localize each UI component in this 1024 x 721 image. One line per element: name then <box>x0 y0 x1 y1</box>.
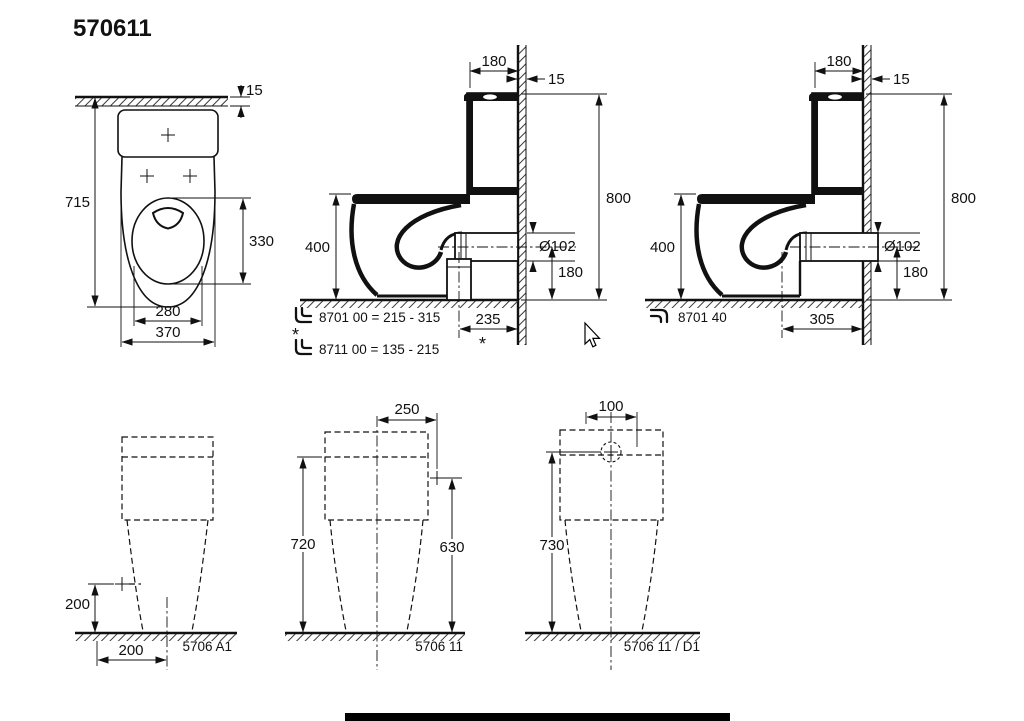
floor-hatch <box>285 633 465 641</box>
dim-overall-height-label: 800 <box>951 190 976 207</box>
note-asterisk: * <box>292 325 299 345</box>
flush-button <box>481 93 499 101</box>
dim-overall-width-label: 370 <box>155 324 180 341</box>
model-label: 5706 A1 <box>182 639 232 654</box>
page-title: 570611 <box>73 15 152 42</box>
dim-cistern-depth-label: 180 <box>826 53 851 70</box>
outlet-distance-asterisk: * <box>479 334 486 354</box>
dim-wall-panel-label: 15 <box>893 71 910 88</box>
bowl-front <box>694 203 724 297</box>
dim-depth-label: 715 <box>65 194 90 211</box>
body-right <box>191 519 209 632</box>
side-view-wall-outlet: 180 15 800 400 Ø102 180 305 8701 40 <box>645 45 976 345</box>
dim-cistern-depth-label: 180 <box>481 53 506 70</box>
dim-rim-height-label: 400 <box>305 239 330 256</box>
dim-wall-panel-label: 15 <box>548 71 565 88</box>
cistern-front-wall <box>812 101 818 194</box>
dim-rim-height-label: 400 <box>650 239 675 256</box>
dim-outlet-height-label: 180 <box>558 264 583 281</box>
cistern-bottom <box>467 187 518 195</box>
bowl-inner <box>394 202 462 270</box>
dim-supply-offset-label: 250 <box>394 401 419 418</box>
body-left <box>126 519 144 632</box>
note-wall-outlet: 8701 40 <box>678 310 727 325</box>
fixing-crosshairs <box>140 169 197 183</box>
dim-outlet-height-label: 180 <box>903 264 928 281</box>
side-view-vario-outlet: 180 15 800 400 Ø102 180 235 * 8701 00 <box>292 45 631 357</box>
dim-outlet-distance-label: 305 <box>809 311 834 328</box>
front-view-5706-11: 250 720 630 5706 11 <box>285 401 468 670</box>
flush-button <box>826 93 844 101</box>
dim-outlet-distance-label: 235 <box>475 311 500 328</box>
cistern-front-wall <box>467 101 473 194</box>
dim-supply-offset-label: 100 <box>598 398 623 415</box>
cistern-bottom <box>812 187 863 195</box>
outlet-adapter-icon <box>649 308 669 324</box>
body-left <box>329 519 347 632</box>
bottom-bar-fragment <box>345 713 730 721</box>
wall-hatch <box>863 45 871 345</box>
plan-view: 15 715 330 280 370 <box>65 82 274 347</box>
dim-bowl-width-label: 280 <box>155 303 180 320</box>
rim-inlet <box>151 207 185 230</box>
dim-supply-offset-label: 200 <box>118 642 143 659</box>
seat-opening <box>131 197 205 285</box>
model-label: 5706 11 / D1 <box>624 639 700 654</box>
note-vario-2: 8711 00 = 135 - 215 <box>319 342 439 357</box>
body-right <box>641 519 659 632</box>
body-right <box>406 519 424 632</box>
dim-wall-panel-label: 15 <box>246 82 263 99</box>
supply-connection <box>600 441 622 463</box>
bowl-inner <box>739 202 807 270</box>
outlet-adapter-icon <box>294 306 313 324</box>
dim-height-label: 730 <box>539 537 564 554</box>
supply-crosshair <box>604 445 618 459</box>
front-view-5706-a1: 200 200 5706 A1 <box>65 436 237 670</box>
note-vario-1: 8701 00 = 215 - 315 <box>319 310 440 325</box>
cistern-plan <box>117 109 219 158</box>
wall-hatch <box>75 97 228 106</box>
dim-seat-cutout-label: 330 <box>249 233 274 250</box>
wall-hatch <box>518 45 526 345</box>
dim-overall-height-label: 800 <box>606 190 631 207</box>
floor-hatch <box>75 633 237 641</box>
cistern-outline <box>324 431 429 521</box>
lid-crosshair <box>161 128 175 142</box>
supply-crosshair <box>430 471 444 485</box>
dim-outlet-diameter-label: Ø102 <box>539 238 576 255</box>
dim-height-right-label: 630 <box>439 539 464 556</box>
dim-height-left-label: 720 <box>290 536 315 553</box>
bowl-outline-plan <box>120 156 216 308</box>
floor-hatch <box>525 633 700 641</box>
floor-hatch <box>300 300 518 308</box>
supply-crosshair <box>115 577 129 591</box>
bowl-rim <box>352 194 470 204</box>
bowl-rim <box>697 194 815 204</box>
bowl-front <box>349 203 379 297</box>
mouse-cursor-icon <box>584 321 601 348</box>
dim-supply-height-label: 200 <box>65 596 90 613</box>
cistern-outline <box>121 436 214 521</box>
floor-hatch <box>645 300 863 308</box>
cistern-outline <box>559 429 664 521</box>
front-view-5706-11-d1: 100 730 5706 11 / D1 <box>525 398 700 670</box>
body-left <box>564 519 582 632</box>
model-label: 5706 11 <box>415 639 463 654</box>
outlet-adapter-icon <box>294 338 313 356</box>
dim-outlet-diameter-label: Ø102 <box>884 238 921 255</box>
